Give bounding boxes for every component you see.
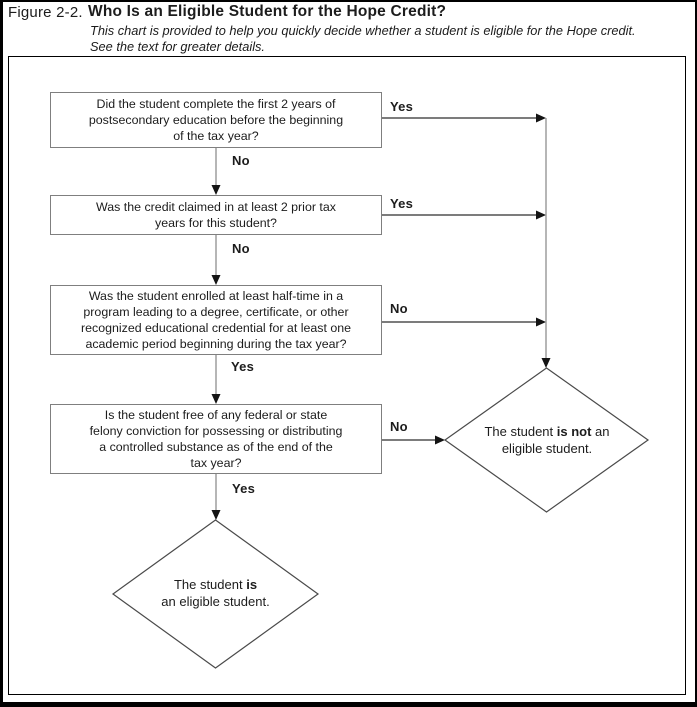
edge-q3-yes-arrowhead [211, 394, 221, 404]
trunk-arrowhead [541, 358, 551, 368]
figure-subtitle: This chart is provided to help you quick… [90, 23, 636, 54]
decision-box-q4: Is the student free of any federal or st… [50, 404, 382, 474]
decision-box-q4-line3: a controlled substance as of the end of … [99, 440, 333, 454]
edge-label-q1-yes: Yes [390, 99, 414, 114]
decision-box-q1: Did the student complete the first 2 yea… [50, 92, 382, 148]
edge-q1-no-arrowhead [211, 185, 221, 195]
eligible-diamond-shape [111, 519, 320, 669]
eligible-diamond-text: The student is an eligible student. [126, 577, 306, 610]
eligible-line1: The student is [126, 577, 306, 594]
edge-label-q2-yes: Yes [390, 196, 414, 211]
eligible-line2: an eligible student. [161, 593, 270, 609]
decision-box-q1-line1: Did the student complete the first 2 yea… [96, 97, 336, 111]
not-eligible-line1-pre: The student [484, 424, 557, 439]
flowchart-frame [8, 56, 686, 695]
decision-box-q4-line4: tax year? [190, 456, 242, 470]
edge-label-q4-yes: Yes [232, 481, 256, 496]
decision-box-q2-line2: years for this student? [155, 216, 277, 230]
decision-box-q2-line1: Was the credit claimed in at least 2 pri… [96, 200, 336, 214]
not-eligible-line1: The student is not an [457, 424, 637, 441]
decision-box-q3: Was the student enrolled at least half-t… [50, 285, 382, 355]
edge-q2-no-arrowhead [211, 275, 221, 285]
eligible-line1-pre: The student [173, 577, 247, 592]
decision-box-q4-line2: felony conviction for possessing or dist… [89, 424, 343, 438]
decision-box-q3-line2: program leading to a degree, certificate… [83, 305, 349, 319]
decision-box-q1-line2: postsecondary education before the begin… [88, 113, 344, 127]
edge-q4-yes-arrowhead [211, 510, 221, 520]
figure-subtitle-line2: See the text for greater details. [90, 38, 265, 54]
figure-subtitle-line1: This chart is provided to help you quick… [90, 23, 636, 38]
edge-label-q2-no: No [232, 241, 250, 256]
decision-box-q1-line3: of the tax year? [173, 129, 259, 143]
edge-q4-no-arrowhead [435, 435, 445, 445]
figure-title: Who Is an Eligible Student for the Hope … [88, 3, 447, 20]
not-eligible-line1-bold: is not [556, 424, 592, 439]
decision-box-q3-line4: academic period beginning during the tax… [85, 337, 347, 351]
edge-q3-no-arrowhead [536, 317, 546, 327]
not-eligible-line2: eligible student. [501, 440, 593, 456]
edge-label-q3-no: No [390, 301, 408, 316]
not-eligible-diamond-shape [443, 367, 650, 513]
edge-q1-yes-arrowhead [536, 113, 546, 123]
edge-label-q1-no: No [232, 153, 250, 168]
edge-label-q3-yes: Yes [231, 359, 255, 374]
not-eligible-line1-post: an [591, 424, 610, 439]
edge-q2-yes-arrowhead [536, 210, 546, 220]
decision-box-q3-line1: Was the student enrolled at least half-t… [88, 289, 344, 303]
edge-label-q4-no: No [390, 419, 408, 434]
decision-box-q4-line1: Is the student free of any federal or st… [104, 408, 328, 422]
figure-number-label: Figure 2-2. [8, 4, 83, 21]
decision-box-q3-line3: recognized educational credential for at… [80, 321, 352, 335]
decision-box-q2: Was the credit claimed in at least 2 pri… [50, 195, 382, 235]
eligible-line1-bold: is [246, 577, 258, 592]
not-eligible-diamond-text: The student is not an eligible student. [457, 424, 637, 457]
